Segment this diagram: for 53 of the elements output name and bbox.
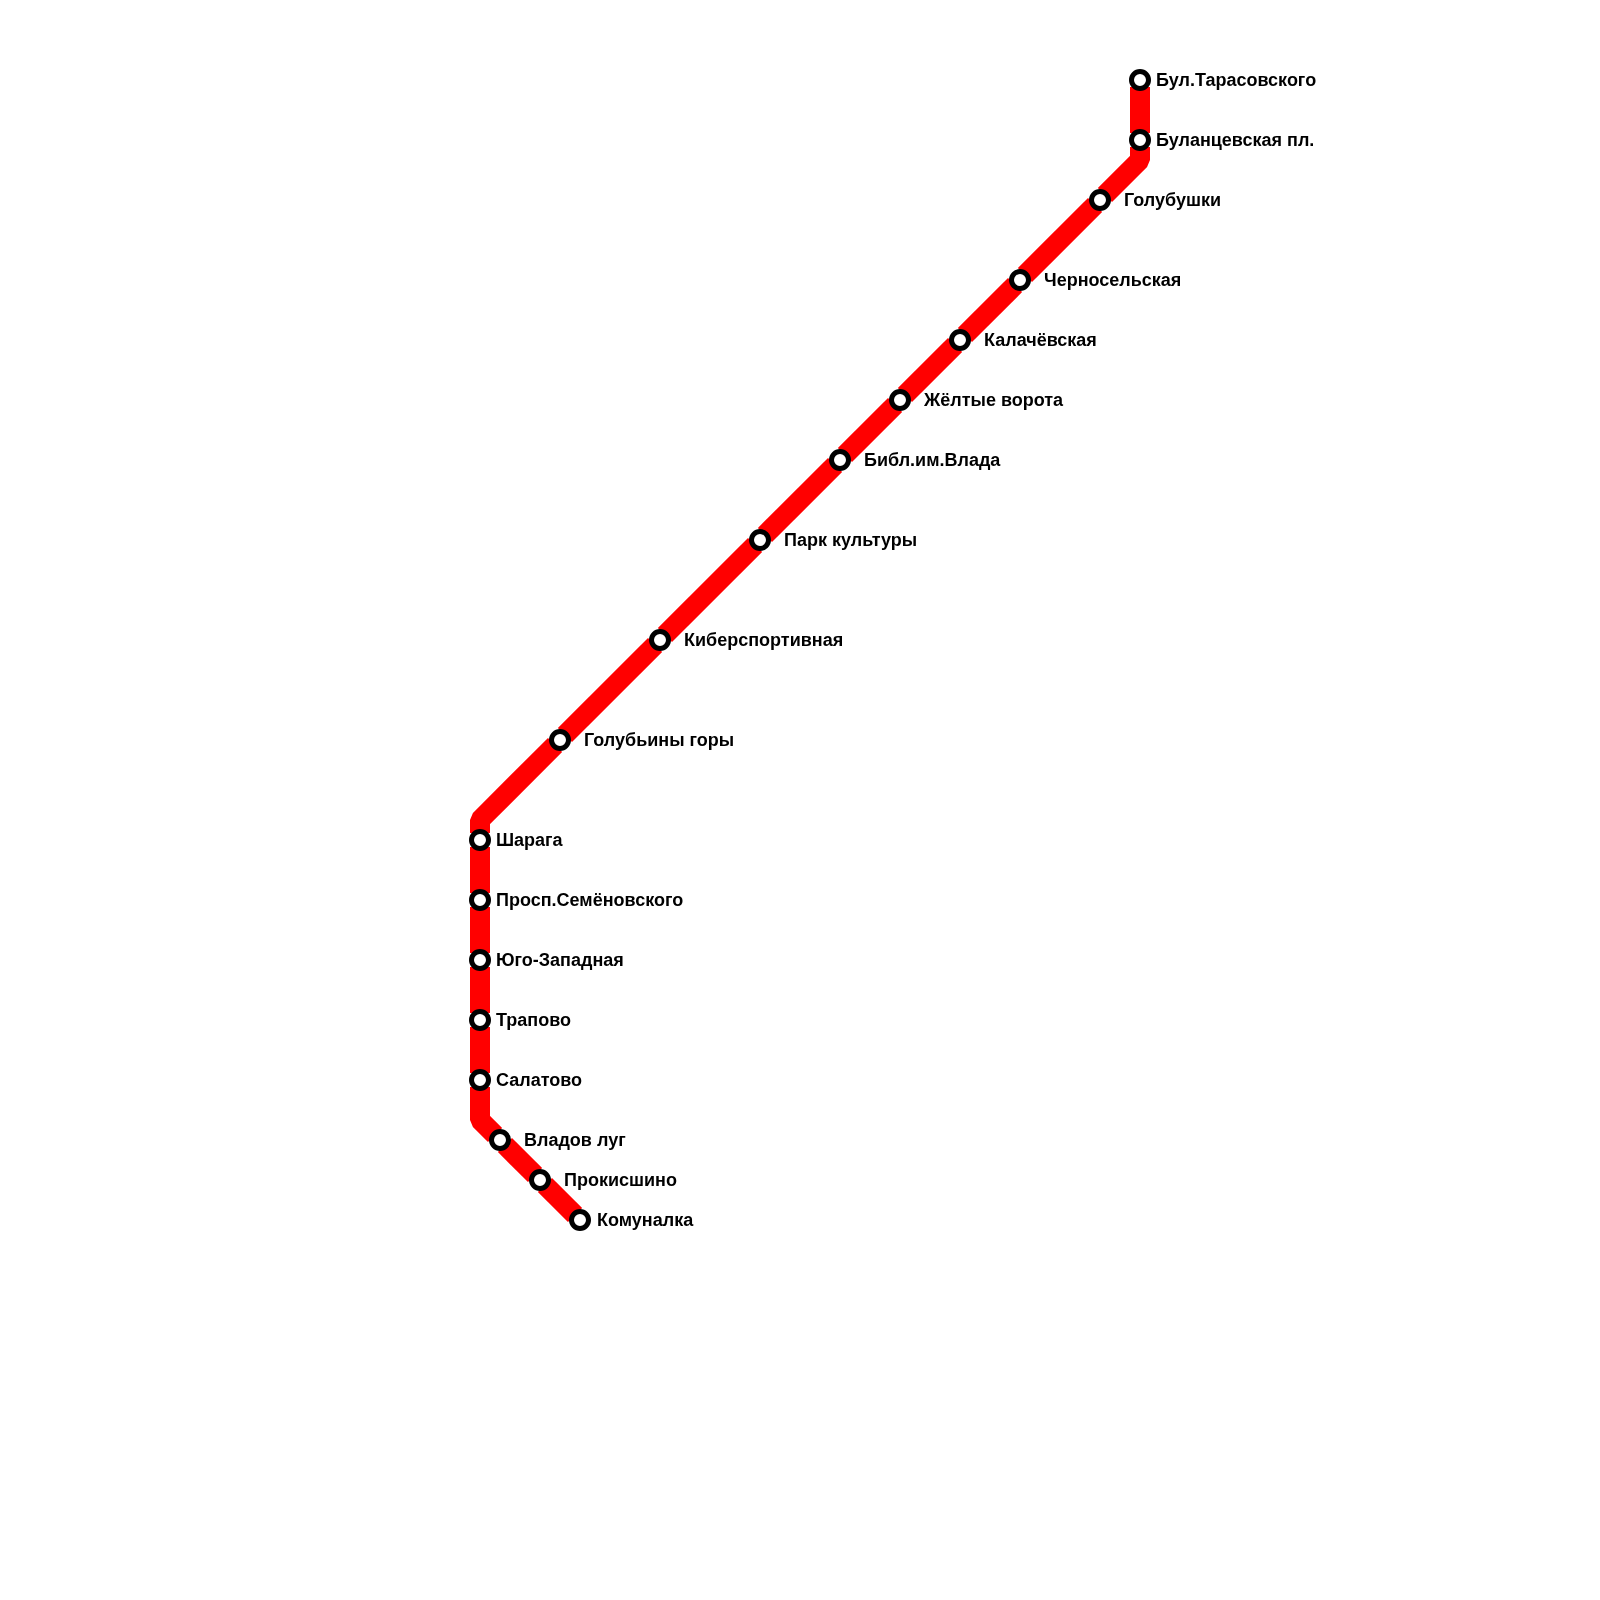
metro-line (1097, 147, 1150, 203)
station-marker (649, 629, 671, 651)
station-marker (469, 829, 491, 851)
station-label: Черносельская (1044, 269, 1182, 291)
metro-line (837, 397, 903, 463)
station-marker (1089, 189, 1111, 211)
station-label: Буланцевская пл. (1156, 129, 1315, 151)
metro-line (470, 967, 490, 1013)
station-marker (469, 949, 491, 971)
station-label: Трапово (496, 1009, 571, 1031)
station-marker (529, 1169, 551, 1191)
station-marker (1129, 129, 1151, 151)
station-label: Калачёвская (984, 329, 1097, 351)
metro-line (537, 1177, 583, 1223)
station-marker (1129, 69, 1151, 91)
station-marker (549, 729, 571, 751)
metro-line (897, 337, 963, 403)
station-marker (949, 329, 971, 351)
metro-line (1130, 87, 1150, 133)
station-label: Салатово (496, 1069, 583, 1091)
station-marker (569, 1209, 591, 1231)
station-marker (469, 889, 491, 911)
metro-line (757, 457, 843, 543)
metro-line (1017, 197, 1103, 283)
metro-line (470, 907, 490, 953)
station-marker (469, 1009, 491, 1031)
station-marker (889, 389, 911, 411)
station-label: Владов луг (524, 1129, 626, 1151)
station-label: Киберспортивная (684, 629, 844, 651)
station-label: Просп.Семёновского (496, 889, 684, 911)
metro-line (470, 1087, 503, 1143)
station-label: Голубушки (1124, 189, 1222, 211)
station-marker (469, 1069, 491, 1091)
metro-line (497, 1137, 543, 1183)
metro-line (657, 537, 763, 643)
metro-line (957, 277, 1023, 343)
station-label: Комуналка (597, 1209, 694, 1231)
metro-line (557, 637, 663, 743)
station-label: Жёлтые ворота (924, 389, 1064, 411)
station-label: Библ.им.Влада (864, 449, 1001, 471)
metro-line (470, 1027, 490, 1073)
station-marker (1009, 269, 1031, 291)
station-marker (829, 449, 851, 471)
station-label: Прокисшино (564, 1169, 677, 1191)
station-label: Парк культуры (784, 529, 918, 551)
station-label: Шарага (496, 829, 563, 851)
station-label: Юго-Западная (496, 949, 624, 971)
station-label: Бул.Тарасовского (1156, 69, 1317, 91)
station-marker (749, 529, 771, 551)
station-marker (489, 1129, 511, 1151)
station-label: Голубьины горы (584, 729, 735, 751)
metro-line (470, 847, 490, 893)
metro-line (470, 737, 563, 833)
